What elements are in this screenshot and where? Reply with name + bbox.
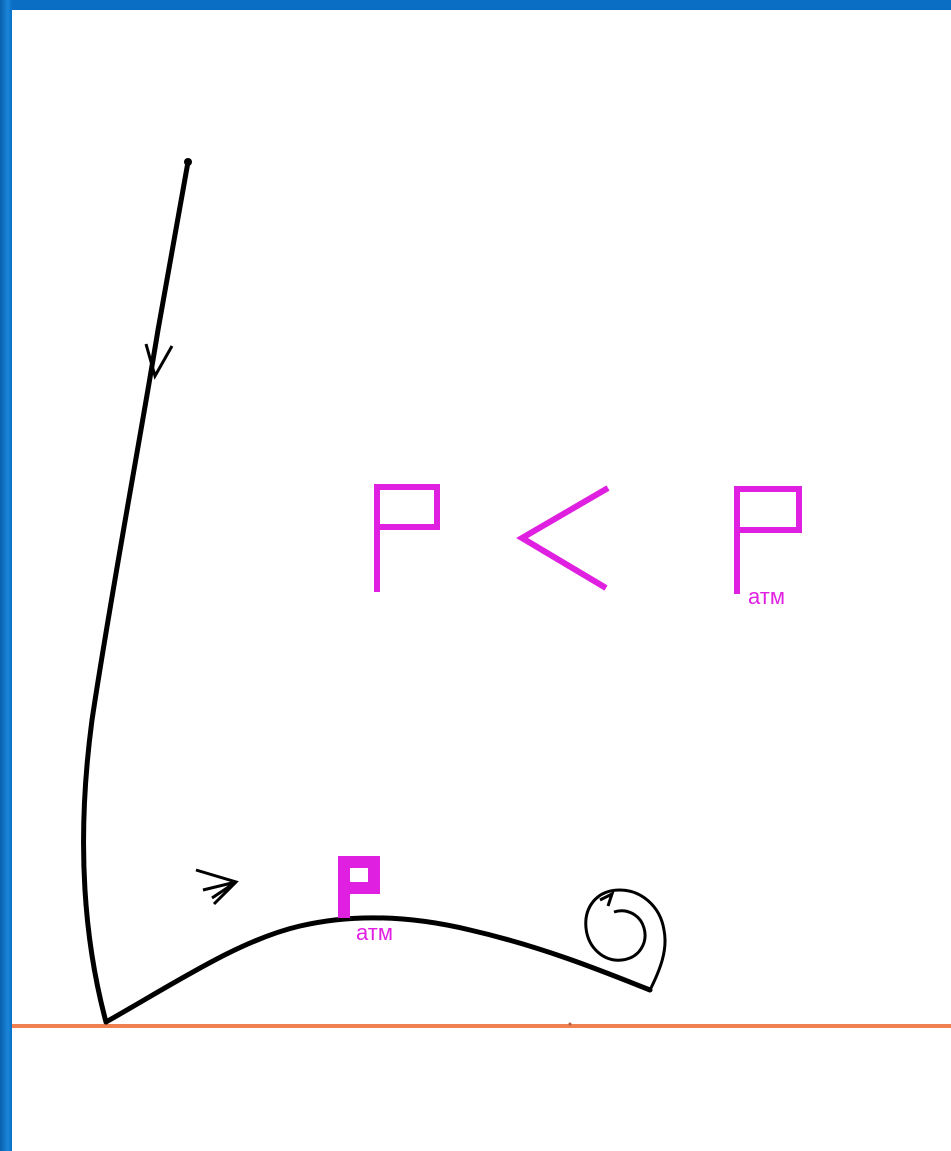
descending-trajectory	[84, 162, 188, 1022]
inequality-left-p	[374, 484, 440, 592]
lower-label-p	[338, 856, 380, 918]
arrow-right-icon	[196, 870, 236, 904]
lower-label-subscript: атм	[356, 920, 393, 945]
inequality-right-p	[734, 486, 802, 594]
start-point	[184, 158, 192, 166]
inequality-right-subscript: атм	[748, 584, 785, 609]
spiral-vortex-icon	[586, 890, 665, 990]
less-than-sign	[522, 488, 608, 588]
ground-dot	[569, 1023, 572, 1026]
